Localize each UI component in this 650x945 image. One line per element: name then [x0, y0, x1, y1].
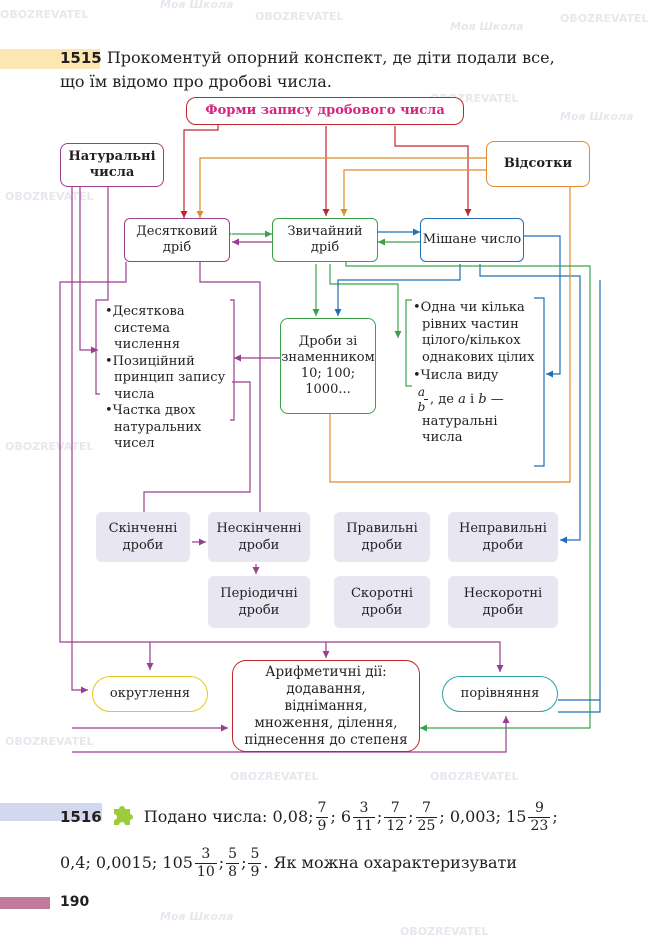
- list-item: •Одна чи кілька рівних частин цілого/кіл…: [413, 300, 535, 365]
- tile-periodic-fractions: Періодичні дроби: [208, 576, 310, 628]
- page-number-bar: [0, 897, 50, 909]
- watermark: OBOZREVATEL: [5, 735, 94, 748]
- diagram-title: Форми запису дробового числа: [186, 97, 464, 125]
- tile-infinite-fractions: Нескінченні дроби: [208, 512, 310, 562]
- task-number: 1515: [60, 49, 102, 67]
- box-decimal-fraction: Десятковий дріб: [124, 218, 230, 262]
- task-1515-highlight: [0, 49, 100, 69]
- task-number: 1516: [60, 808, 102, 826]
- box-denominators: Дроби зі знаменником 10; 100; 1000...: [280, 318, 376, 414]
- list-item: •Десяткова система числення: [105, 304, 185, 352]
- page-number: 190: [60, 894, 90, 910]
- watermark: OBOZREVATEL: [0, 8, 89, 21]
- watermark: Моя Школа: [160, 910, 234, 923]
- watermark: OBOZREVATEL: [5, 440, 94, 453]
- tile-reducible-fractions: Скоротні дроби: [334, 576, 430, 628]
- puzzle-icon: [110, 801, 136, 834]
- watermark: Моя Школа: [450, 20, 524, 33]
- list-item: •Позиційний принцип запису числа: [105, 353, 226, 402]
- watermark: OBOZREVATEL: [560, 12, 649, 25]
- tile-improper-fractions: Неправильні дроби: [448, 512, 558, 562]
- watermark: OBOZREVATEL: [400, 925, 489, 938]
- tile-irreducible-fractions: Нескоротні дроби: [448, 576, 558, 628]
- box-comparison: порівняння: [442, 676, 558, 712]
- box-percent: Відсотки: [486, 141, 590, 187]
- box-mixed-number: Мішане число: [420, 218, 524, 262]
- box-rounding: округлення: [92, 676, 208, 712]
- watermark: OBOZREVATEL: [5, 190, 94, 203]
- list-item: •Частка двох натуральних чисел: [105, 403, 202, 451]
- box-common-fraction: Звичайний дріб: [272, 218, 378, 262]
- task-1515-line2: що їм відомо про дробові числа.: [60, 72, 332, 91]
- tile-proper-fractions: Правильні дроби: [334, 512, 430, 562]
- watermark: OBOZREVATEL: [430, 770, 519, 783]
- watermark: Моя Школа: [160, 0, 234, 11]
- watermark: OBOZREVATEL: [230, 770, 319, 783]
- task-1516-highlight: [0, 803, 102, 821]
- tile-finite-fractions: Скінченні дроби: [96, 512, 190, 562]
- watermark: Моя Школа: [560, 110, 634, 123]
- decimal-properties-list: •Десяткова система числення •Позиційний …: [104, 304, 228, 453]
- task-1515-line1: 1515 Прокоментуй опорний конспект, де ді…: [60, 46, 600, 70]
- watermark: OBOZREVATEL: [255, 10, 344, 23]
- box-natural-numbers: Натуральні числа: [60, 143, 164, 187]
- common-properties-list: •Одна чи кілька рівних частин цілого/кіл…: [412, 300, 538, 447]
- box-arithmetic: Арифметичні дії: додавання, віднімання, …: [232, 660, 420, 752]
- task-1515-text: Прокоментуй опорний конспект, де діти по…: [106, 48, 555, 67]
